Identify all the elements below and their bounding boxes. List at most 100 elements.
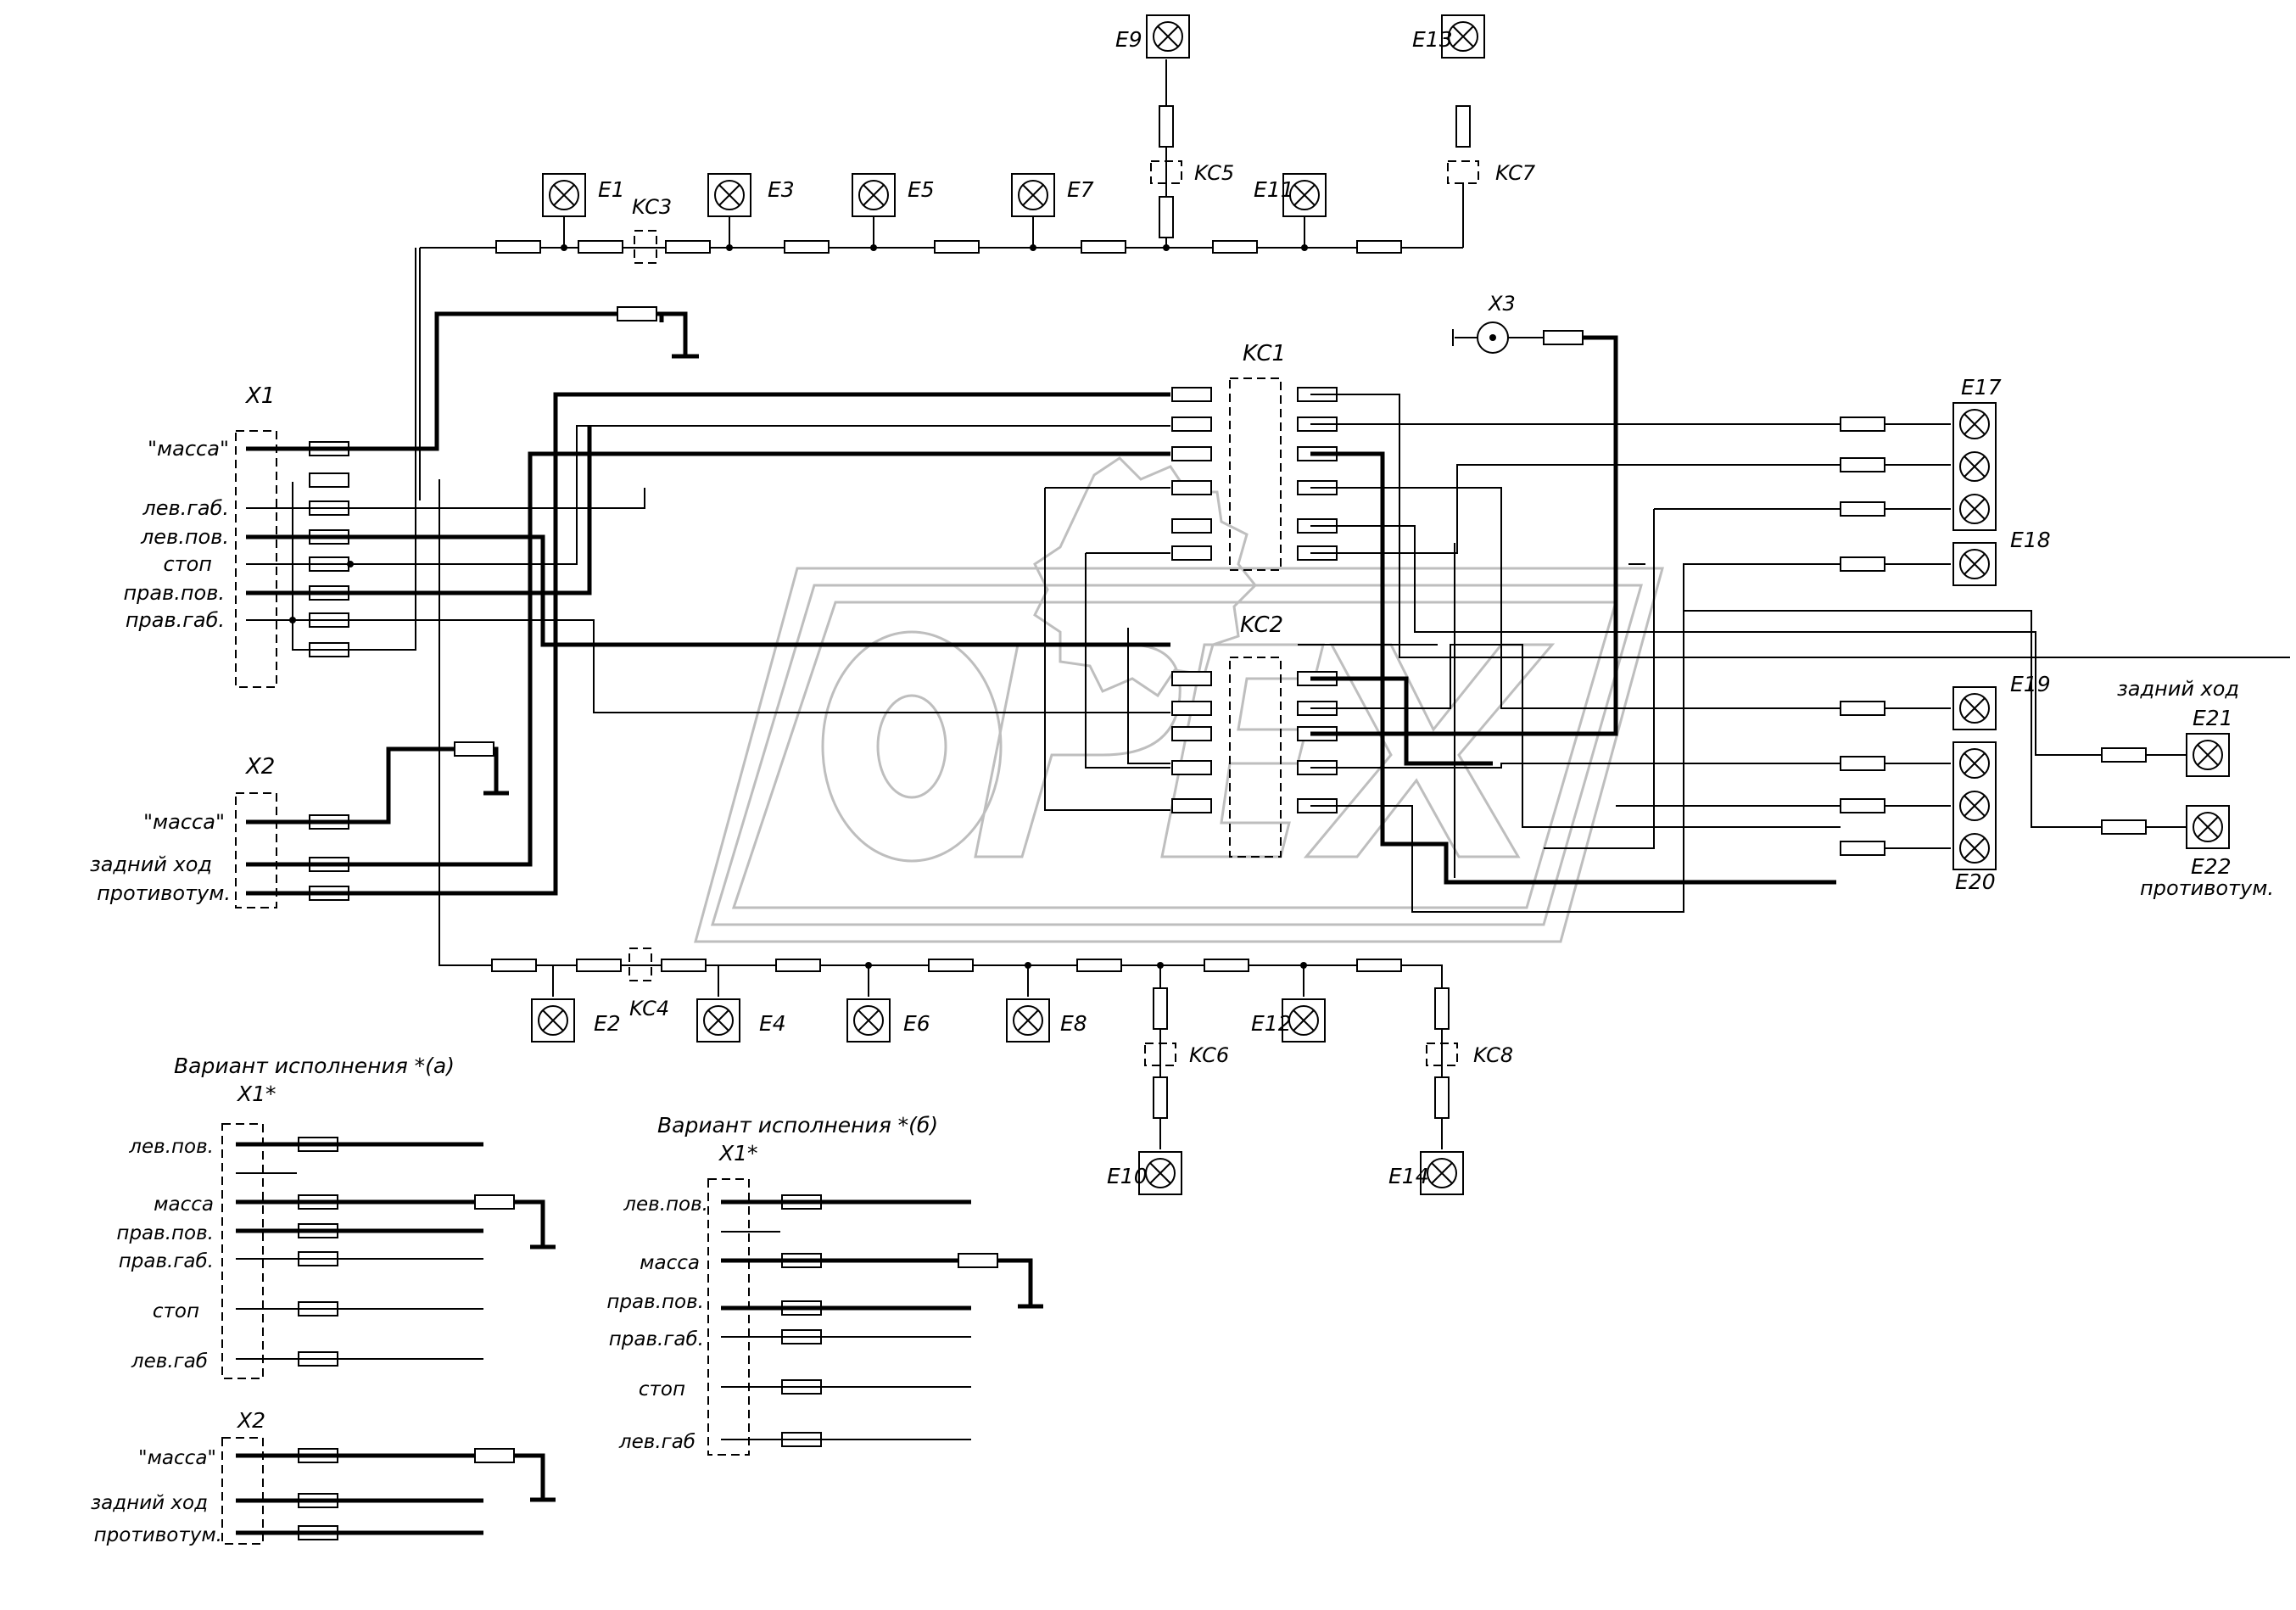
x1-stop-wire bbox=[246, 425, 1170, 565]
lamp-cross-icon bbox=[2197, 816, 2219, 838]
vb-pin-label: масса bbox=[640, 1252, 700, 1274]
watermark-letter-x bbox=[1303, 643, 1556, 858]
wire-tag bbox=[1171, 480, 1212, 495]
x1-title: X1 bbox=[244, 383, 275, 409]
wire-tag bbox=[1171, 387, 1212, 402]
kc1-out-3 bbox=[1310, 451, 1836, 885]
kc2-out-5 bbox=[1310, 563, 1841, 913]
watermark-frame-inner bbox=[710, 584, 1643, 926]
vb-pin-label: прав.габ. bbox=[609, 1328, 704, 1350]
lamp-e17: E17 bbox=[1959, 375, 2002, 524]
wire-tag bbox=[1840, 416, 1885, 432]
lamp-e4: E4 bbox=[696, 998, 786, 1043]
x2-pin-label: "масса" bbox=[143, 810, 225, 834]
lamp-cross-icon bbox=[1964, 413, 1986, 435]
lamp-label: E13 bbox=[1412, 27, 1453, 52]
kc1-out-5 bbox=[1310, 525, 2061, 756]
x2-fog-wire bbox=[246, 392, 1170, 896]
kc2-out-3 bbox=[1310, 335, 1618, 736]
wire-tag bbox=[1171, 760, 1212, 775]
x1-housing bbox=[235, 430, 277, 688]
wire-tag bbox=[1840, 798, 1885, 813]
x1-prav-pov-wire bbox=[246, 426, 592, 595]
watermark-frame-outer bbox=[694, 567, 1664, 943]
e17-bus bbox=[1544, 509, 1655, 849]
lamp-label: E22 bbox=[2191, 854, 2232, 879]
x1-connector bbox=[235, 248, 1170, 713]
watermark-letter-o-inner bbox=[876, 694, 947, 799]
x1-prav-gab-wire bbox=[246, 619, 1170, 713]
variant-a-x1-housing bbox=[221, 1123, 264, 1379]
lamp-label: E19 bbox=[2010, 672, 2051, 696]
lamp-e20: E20 bbox=[1955, 748, 1996, 894]
e22-link bbox=[1684, 610, 2061, 828]
lamp-e12: E12 bbox=[1251, 998, 1326, 1043]
vb-pin-label: прав.пов. bbox=[606, 1291, 704, 1313]
x1-pin-label: прав.габ. bbox=[126, 608, 225, 632]
wire-tag-vertical bbox=[1153, 987, 1168, 1030]
lamp-label: E21 bbox=[2193, 706, 2233, 730]
wire-tag bbox=[1171, 671, 1212, 686]
kc1-label: KC1 bbox=[1243, 341, 1286, 366]
watermark-frame-innermost bbox=[731, 601, 1617, 909]
kc1-housing bbox=[1229, 377, 1282, 571]
x2-title: X2 bbox=[244, 754, 275, 780]
vb-pin-label: стоп bbox=[639, 1378, 685, 1400]
vb-pin-label: лев.пов. bbox=[623, 1194, 708, 1216]
lamp-cross-icon bbox=[553, 184, 575, 206]
lamp-cross-icon bbox=[1022, 184, 1044, 206]
wire-tag bbox=[1081, 240, 1126, 254]
lamp-label: E4 bbox=[759, 1011, 786, 1036]
wire-tag bbox=[1171, 446, 1212, 461]
lamp-cross-icon bbox=[1964, 498, 1986, 520]
x3-center bbox=[1489, 334, 1496, 341]
wire-tag bbox=[775, 959, 821, 972]
variant-a-diagram bbox=[221, 1123, 556, 1545]
variant-b-diagram bbox=[707, 1178, 1043, 1456]
wire-tag bbox=[1543, 330, 1584, 345]
lamp-cross-icon bbox=[542, 1009, 564, 1031]
x2-connector bbox=[235, 306, 1170, 908]
lamp-cross-icon bbox=[707, 1009, 729, 1031]
kc-feed-a bbox=[1044, 488, 1170, 811]
vb-pin-label: лев.габ bbox=[618, 1431, 696, 1453]
va-pin-label: прав.пов. bbox=[116, 1222, 214, 1244]
lamp-e5: E5 bbox=[852, 173, 935, 217]
wire-tag bbox=[617, 306, 657, 321]
x2-mass-wire bbox=[246, 746, 499, 825]
wire-tag bbox=[454, 741, 494, 757]
kc3-label: KC3 bbox=[632, 195, 672, 219]
wire-tag-vertical bbox=[1434, 1076, 1450, 1119]
lamp-label: E10 bbox=[1107, 1164, 1148, 1188]
lamp-cross-icon bbox=[1452, 25, 1474, 48]
wire-tag bbox=[1171, 701, 1212, 716]
wire-tag bbox=[1356, 240, 1402, 254]
wire-tag-vertical bbox=[1159, 196, 1174, 238]
lamp-label: E17 bbox=[1961, 375, 2002, 400]
lamp-cross-icon bbox=[1293, 1009, 1315, 1031]
variant-b-x1-housing bbox=[707, 1178, 750, 1456]
lamp-e9: E9 bbox=[1115, 14, 1190, 59]
lamp-label: E6 bbox=[903, 1011, 930, 1036]
lamp-label: E8 bbox=[1060, 1011, 1087, 1036]
lamp-label: E7 bbox=[1067, 177, 1094, 202]
x1-lev-gab-wire bbox=[246, 488, 645, 509]
kc8-housing bbox=[1426, 1043, 1458, 1066]
x2-reverse-wire bbox=[246, 451, 1170, 867]
x1-pin-label: лев.габ. bbox=[142, 496, 229, 520]
right-tags bbox=[1616, 402, 2187, 870]
lamp-e19: E19 bbox=[1952, 672, 2051, 730]
wire-tag bbox=[1840, 501, 1885, 517]
junction bbox=[870, 244, 877, 251]
wire-tag bbox=[1840, 756, 1885, 771]
lamp-cross-icon bbox=[858, 1009, 880, 1031]
lamp-cross-icon bbox=[718, 184, 740, 206]
wire-tag bbox=[958, 1253, 998, 1268]
wire-tag bbox=[491, 959, 537, 972]
lamp-e21: E21 bbox=[2186, 706, 2233, 777]
lamp-e3: E3 bbox=[707, 173, 795, 217]
junction bbox=[289, 617, 296, 623]
lamp-e6: E6 bbox=[846, 998, 930, 1043]
